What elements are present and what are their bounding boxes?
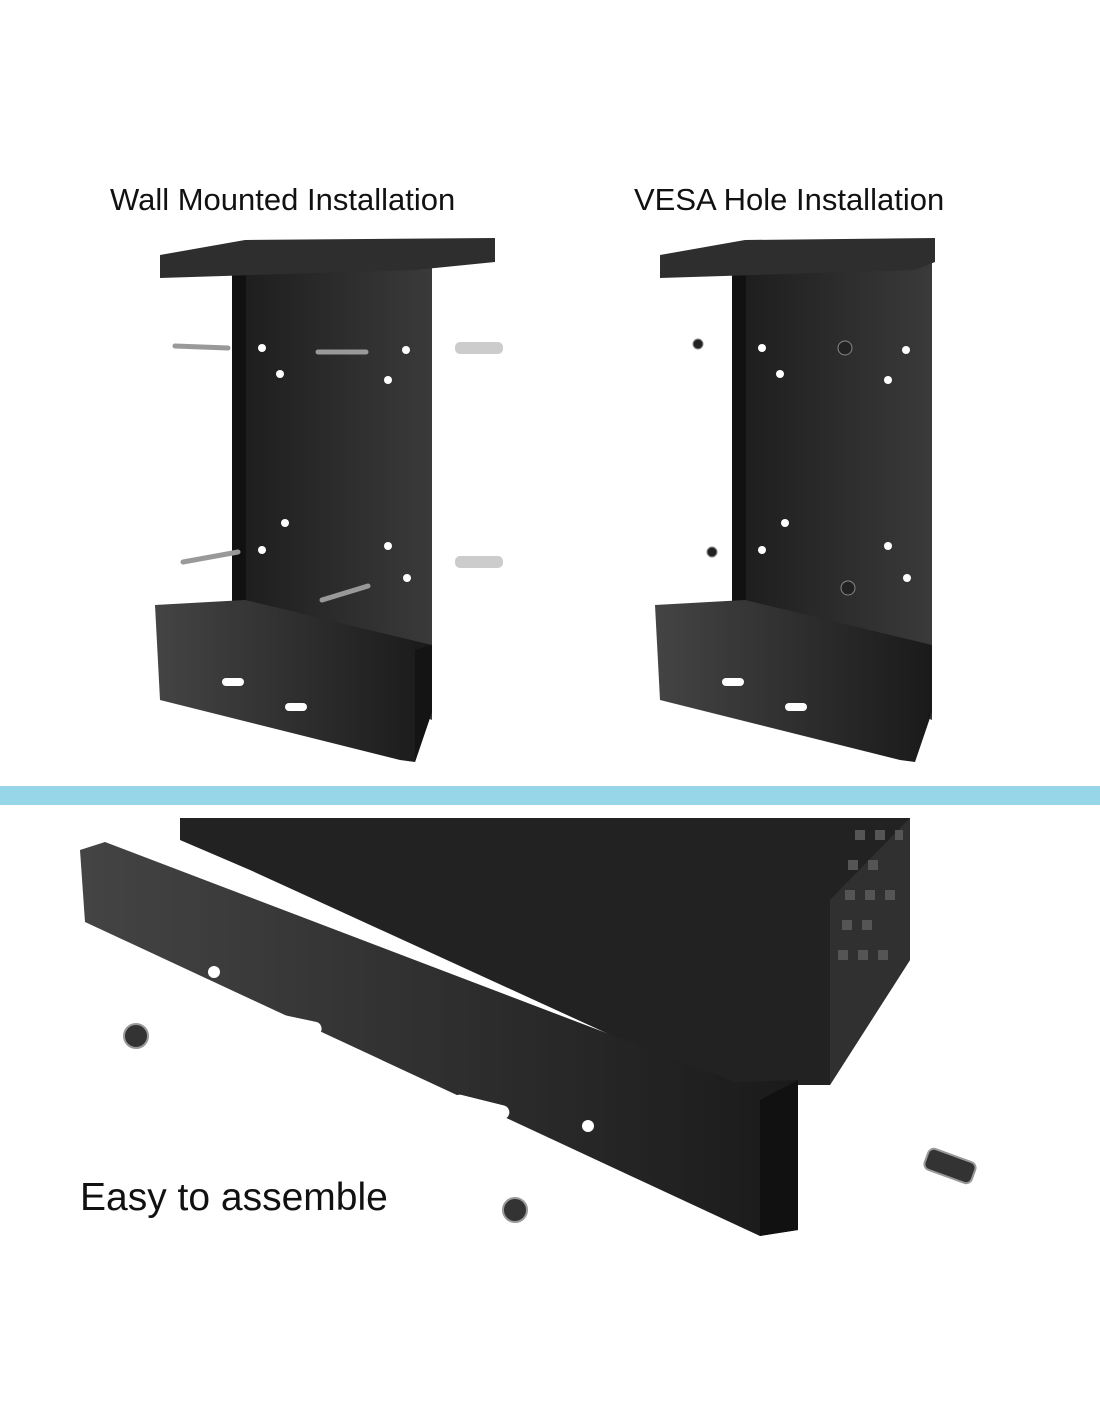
assembly-illustration: [80, 818, 977, 1236]
section-divider: [0, 786, 1100, 805]
vesa-caption: VESA Hole Installation: [634, 182, 945, 217]
wall-mounted-caption: Wall Mounted Installation: [110, 182, 456, 217]
wall-mount-bracket: [155, 238, 503, 762]
assemble-caption: Easy to assemble: [80, 1176, 388, 1219]
vesa-mount-bracket: [655, 238, 935, 762]
